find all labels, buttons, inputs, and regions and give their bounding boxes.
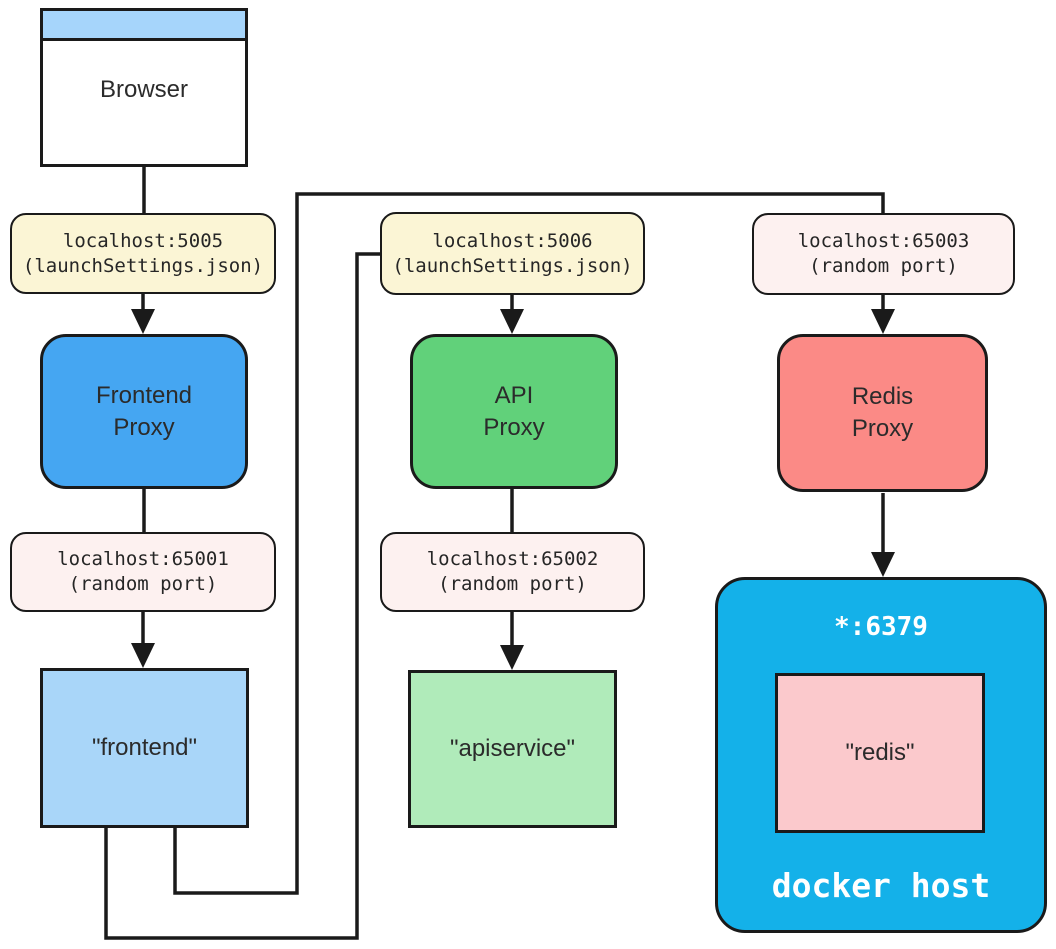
port-label-65002-host: localhost:65002 [426, 548, 599, 570]
wire-frontend-to-65003 [173, 192, 885, 895]
docker-host-caption: docker host [771, 866, 991, 905]
browser-titlebar [43, 11, 245, 41]
arrowhead-docker-host [871, 552, 895, 577]
port-label-5006: localhost:5006 (launchSettings.json) [380, 212, 645, 295]
port-label-65003-source: (random port) [809, 255, 958, 277]
redis-service-label: "redis" [845, 739, 915, 766]
browser-label: Browser [99, 75, 189, 103]
arrowhead-frontend-proxy [131, 309, 155, 334]
port-label-65002: localhost:65002 (random port) [380, 532, 645, 612]
api-proxy-label-line2: Proxy [483, 413, 545, 441]
redis-proxy-node: Redis Proxy [777, 334, 988, 492]
frontend-service-node: "frontend" [40, 668, 249, 828]
api-proxy-node: API Proxy [410, 334, 618, 489]
redis-proxy-label-line1: Redis [851, 383, 914, 410]
port-label-5005-source: (launchSettings.json) [22, 254, 264, 277]
port-label-5006-host: localhost:5006 [432, 229, 593, 252]
port-label-5005: localhost:5005 (launchSettings.json) [10, 213, 276, 294]
frontend-proxy-node: Frontend Proxy [40, 334, 248, 489]
apiservice-service-node: "apiservice" [408, 670, 617, 828]
arrowhead-frontend [131, 643, 155, 668]
port-label-5005-host: localhost:5005 [62, 229, 224, 252]
arrowhead-api-proxy [500, 309, 524, 334]
frontend-proxy-label-line2: Proxy [113, 413, 175, 441]
port-label-65001-host: localhost:65001 [57, 548, 229, 570]
wire-frontend-to-5006 [104, 252, 380, 940]
frontend-service-label: "frontend" [91, 734, 198, 761]
browser-body: Browser [43, 41, 245, 164]
port-label-65003-host: localhost:65003 [797, 230, 970, 252]
api-proxy-label-line1: API [494, 381, 534, 409]
redis-service-node: "redis" [775, 673, 985, 833]
browser-node: Browser [40, 8, 248, 167]
frontend-proxy-label-line1: Frontend [95, 381, 193, 409]
apiservice-service-label: "apiservice" [449, 735, 576, 762]
port-label-65003: localhost:65003 (random port) [752, 213, 1015, 295]
docker-host-port-label: *:6379 [834, 612, 928, 642]
port-label-65001-source: (random port) [68, 573, 218, 595]
port-label-65002-source: (random port) [438, 573, 587, 595]
port-label-5006-source: (launchSettings.json) [392, 254, 633, 277]
redis-proxy-label-line2: Proxy [851, 415, 914, 442]
arrowhead-redis-proxy [871, 309, 895, 334]
arrowhead-apiservice [500, 645, 524, 670]
docker-host-node: *:6379 docker host [715, 577, 1047, 933]
port-label-65001: localhost:65001 (random port) [10, 532, 276, 612]
